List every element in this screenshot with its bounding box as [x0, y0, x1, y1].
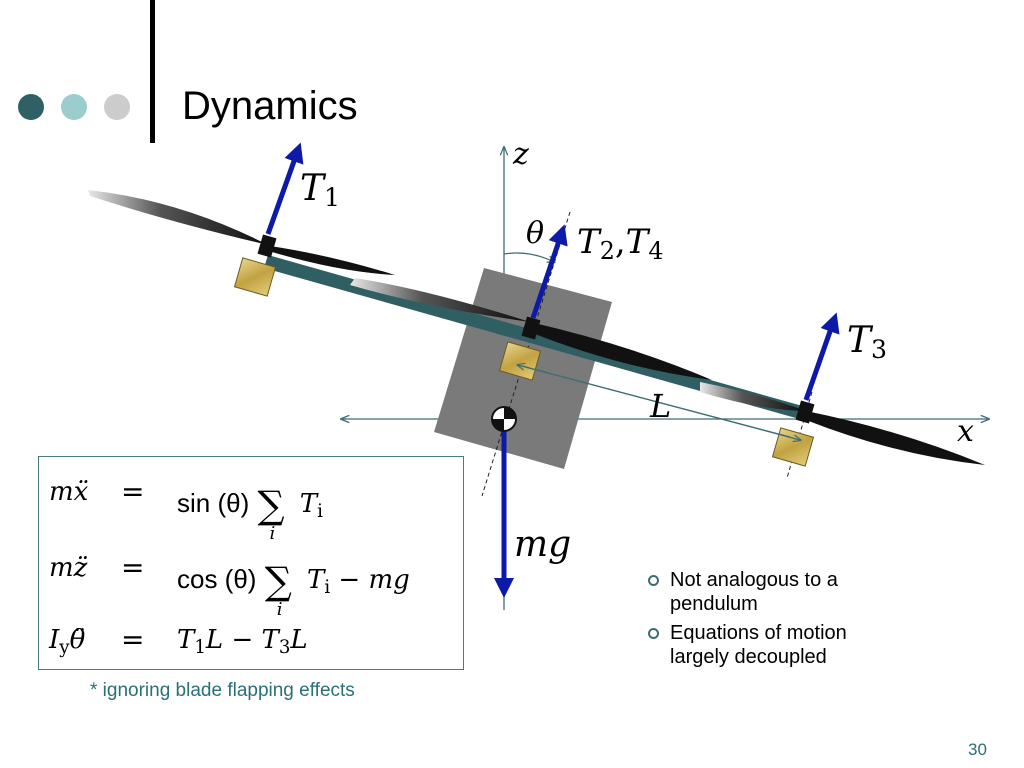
theta-arc — [503, 252, 554, 262]
blade-1-right — [270, 246, 395, 275]
bullet-ring-icon — [648, 628, 659, 639]
blade-2-left — [350, 278, 530, 322]
label-T1: T1 — [300, 168, 341, 213]
header-divider — [150, 0, 155, 143]
thrust-arrow-2 — [530, 224, 568, 319]
label-length: L — [650, 387, 672, 425]
thrust-arrow-1 — [265, 142, 304, 235]
bullet-ring-icon — [648, 575, 659, 586]
blade-3-left — [700, 382, 806, 411]
header-dot-2 — [61, 94, 87, 120]
hub-2 — [521, 316, 541, 340]
hub-1 — [257, 234, 277, 258]
equations-box: mẍ = sin (θ) ∑i Ti mz̈ = cos (θ) ∑i Ti −… — [38, 456, 464, 670]
label-x-axis: x — [957, 414, 974, 449]
header-dot-1 — [18, 94, 44, 120]
hub-3 — [795, 400, 815, 424]
quadrotor-diagram — [88, 142, 1024, 610]
label-weight: mg — [514, 524, 572, 565]
equation-z: mz̈ = cos (θ) ∑i Ti − mg — [49, 551, 410, 620]
motor-2 — [498, 341, 542, 381]
bullet-item: Equations of motion largely decoupled — [648, 621, 908, 669]
slide-title: Dynamics — [182, 84, 358, 128]
page-number: 30 — [968, 740, 987, 759]
footnote: * ignoring blade flapping effects — [90, 680, 355, 701]
label-T2-T4: T2,T4 — [577, 222, 664, 265]
blade-3-right — [806, 411, 985, 465]
motor-3 — [771, 427, 815, 467]
equation-x: mẍ = sin (θ) ∑i Ti — [49, 475, 323, 544]
equation-theta: Iyθ̈ = T1L − T3L — [49, 623, 308, 658]
thrust-arrow-3 — [803, 312, 840, 401]
blade-2-right — [530, 322, 712, 380]
label-theta: θ — [526, 216, 545, 251]
bullet-item: Not analogous to a pendulum — [648, 568, 908, 616]
motor-1 — [233, 257, 277, 297]
blade-1-left — [88, 190, 268, 245]
label-z-axis: z — [513, 137, 529, 172]
bullet-list: Not analogous to a pendulum Equations of… — [648, 568, 908, 674]
label-T3: T3 — [847, 320, 888, 365]
header-dot-3 — [104, 94, 130, 120]
